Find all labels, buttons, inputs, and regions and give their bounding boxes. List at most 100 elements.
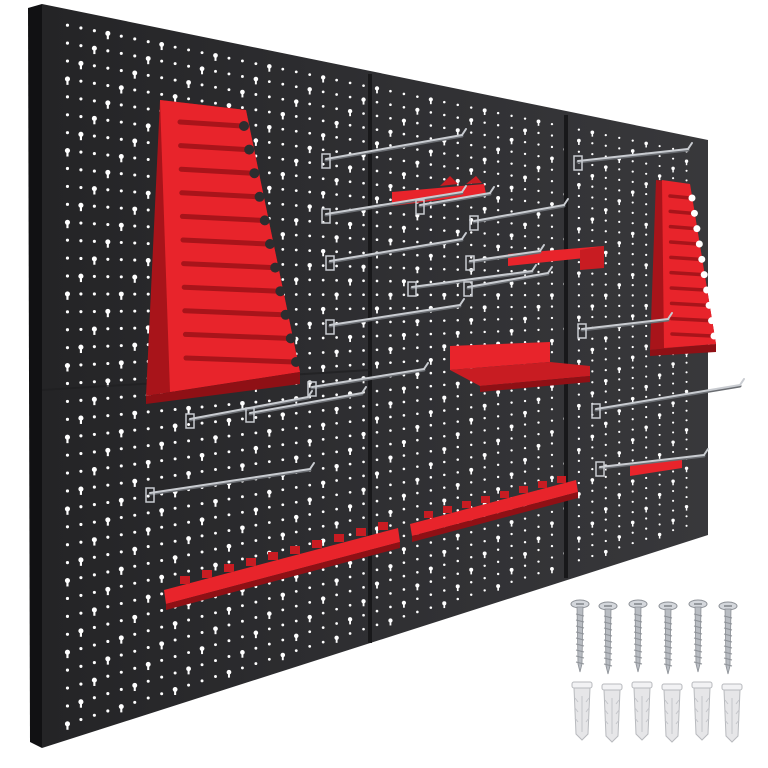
- peg-hole: [658, 513, 661, 516]
- peg-hole: [281, 97, 285, 101]
- peg-hole: [496, 136, 500, 139]
- peg-hole: [187, 634, 191, 638]
- peg-slot: [93, 48, 96, 55]
- peg-slot: [362, 99, 365, 105]
- peg-hole: [618, 357, 621, 360]
- peg-hole: [146, 444, 150, 448]
- peg-hole: [523, 340, 527, 344]
- peg-hole: [496, 560, 500, 564]
- peg-hole: [604, 347, 607, 350]
- peg-slot: [106, 589, 109, 596]
- peg-hole: [254, 108, 258, 112]
- peg-hole: [294, 248, 298, 252]
- peg-slot: [403, 281, 405, 287]
- peg-hole: [537, 386, 540, 390]
- screw-thread: [693, 661, 703, 665]
- peg-hole: [106, 431, 110, 435]
- peg-hole: [389, 307, 392, 310]
- hook-bracket: [591, 403, 601, 419]
- peg-hole: [375, 568, 379, 572]
- peg-hole: [375, 155, 379, 159]
- peg-hole: [631, 211, 634, 214]
- peg-hole: [106, 466, 110, 470]
- peg-hole: [79, 97, 83, 101]
- peg-slot: [389, 186, 392, 192]
- peg-hole: [645, 253, 648, 256]
- peg-hole: [483, 146, 486, 149]
- peg-hole: [348, 250, 352, 254]
- peg-hole: [416, 504, 419, 508]
- peg-hole: [133, 326, 137, 330]
- peg-hole: [214, 404, 217, 408]
- peg-hole: [308, 425, 312, 428]
- peg-hole: [106, 118, 110, 122]
- peg-hole: [321, 90, 325, 94]
- peg-hole: [443, 473, 446, 477]
- peg-slot: [349, 506, 352, 512]
- peg-hole: [308, 542, 312, 546]
- peg-hole: [65, 596, 70, 601]
- peg-hole: [335, 436, 338, 439]
- peg-hole: [631, 428, 634, 431]
- hook-rod: [469, 250, 541, 262]
- peg-hole: [429, 280, 433, 284]
- peg-slot: [227, 672, 230, 678]
- peg-slot: [403, 495, 405, 501]
- peg-hole: [685, 496, 688, 499]
- peg-slot: [66, 150, 69, 157]
- peg-hole: [416, 346, 419, 349]
- peg-hole: [443, 319, 446, 322]
- peg-hole: [281, 608, 285, 612]
- peg-hole: [119, 412, 123, 416]
- plug-collar: [571, 681, 593, 689]
- peg-slot: [362, 489, 365, 495]
- peg-hole: [79, 682, 83, 686]
- peg-hole: [92, 152, 96, 156]
- peg-hole: [348, 603, 352, 607]
- peg-hole: [79, 647, 83, 651]
- peg-hole: [618, 514, 621, 517]
- screwdriver-holder-middle: [410, 480, 578, 542]
- peg-hole: [496, 402, 500, 406]
- peg-hole: [227, 560, 231, 564]
- peg-hole: [618, 441, 621, 444]
- peg-hole: [173, 407, 177, 411]
- peg-hole: [658, 145, 661, 148]
- peg-hole: [106, 553, 110, 557]
- peg-hole: [133, 649, 137, 653]
- peg-hole: [160, 559, 164, 563]
- peg-hole: [591, 142, 594, 145]
- peg-hole: [591, 424, 594, 427]
- peg-hole: [577, 216, 581, 220]
- peg-hole: [618, 336, 621, 339]
- plug-barb: [634, 707, 639, 713]
- peg-hole: [617, 283, 622, 287]
- peg-hole: [294, 411, 298, 415]
- peg-slot: [510, 330, 513, 336]
- peg-hole: [416, 597, 419, 601]
- peg-hole: [416, 95, 419, 98]
- peg-slot: [510, 235, 513, 240]
- peg-slot: [483, 553, 486, 559]
- peg-hole: [294, 115, 298, 118]
- peg-hole: [645, 243, 648, 246]
- peg-hole: [146, 225, 150, 229]
- peg-hole: [173, 638, 177, 642]
- peg-hole: [631, 253, 634, 256]
- screw-thread: [633, 625, 643, 629]
- peg-hole: [443, 152, 446, 155]
- peg-slot: [147, 125, 150, 132]
- peg-slot: [322, 424, 325, 431]
- peg-slot: [443, 500, 446, 506]
- peg-hole: [254, 600, 258, 604]
- peg-hole: [389, 171, 392, 174]
- peg-hole: [456, 319, 460, 322]
- wrench-notch: [703, 286, 711, 294]
- peg-hole: [348, 533, 352, 536]
- peg-hole: [79, 185, 83, 190]
- peg-hole: [591, 163, 594, 167]
- peg-slot: [335, 294, 338, 300]
- peg-hole: [429, 137, 433, 140]
- peg-hole: [483, 441, 486, 444]
- peg-hole: [577, 172, 581, 175]
